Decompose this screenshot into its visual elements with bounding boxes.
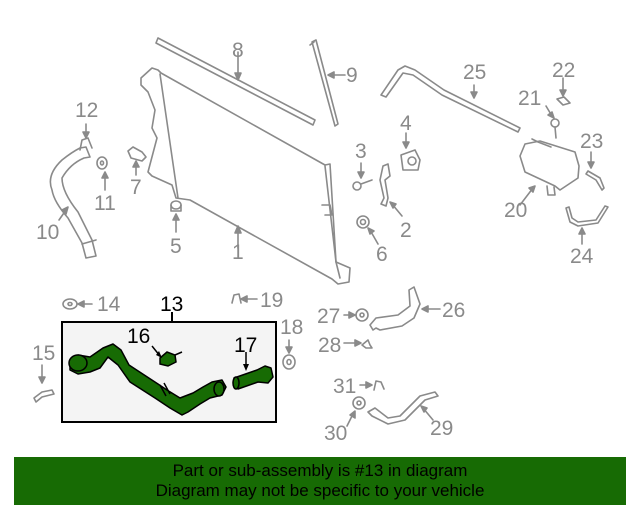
callout-4[interactable]: 4 xyxy=(400,112,412,135)
part-19-clip xyxy=(231,293,258,304)
part-26-hose xyxy=(369,286,441,331)
callout-13[interactable]: 13 xyxy=(160,293,184,316)
callout-18[interactable]: 18 xyxy=(280,316,304,339)
callout-20[interactable]: 20 xyxy=(504,199,528,222)
part-6-nut xyxy=(356,215,379,245)
callout-9[interactable]: 9 xyxy=(346,64,358,87)
part-22-clamp xyxy=(556,77,571,106)
part-23-hose xyxy=(585,151,605,191)
part-28-clip xyxy=(343,339,373,349)
callout-11[interactable]: 11 xyxy=(94,192,116,215)
callout-3[interactable]: 3 xyxy=(355,140,367,163)
part-2-bracket xyxy=(379,163,403,217)
part-1-radiator xyxy=(140,67,351,285)
part-11-washer xyxy=(96,156,109,191)
part-7-valve xyxy=(127,146,147,176)
part-13-hose-pipe xyxy=(68,343,227,416)
part-30-washer xyxy=(346,396,366,427)
part-8-seal-strip xyxy=(155,37,316,126)
part-24-hose xyxy=(565,205,609,245)
part-3-bolt xyxy=(352,162,373,191)
part-27-washer xyxy=(343,308,369,322)
callout-17[interactable]: 17 xyxy=(234,334,258,357)
callout-25[interactable]: 25 xyxy=(463,61,487,84)
callout-21[interactable]: 21 xyxy=(518,87,542,110)
part-9-rod xyxy=(309,39,346,127)
callout-16[interactable]: 16 xyxy=(127,325,151,348)
callout-23[interactable]: 23 xyxy=(580,130,604,153)
callout-12[interactable]: 12 xyxy=(75,99,99,122)
callout-28[interactable]: 28 xyxy=(318,334,342,357)
callout-10[interactable]: 10 xyxy=(36,221,60,244)
callout-7[interactable]: 7 xyxy=(130,176,142,199)
part-16-connector xyxy=(159,351,183,367)
callout-26[interactable]: 26 xyxy=(442,299,466,322)
part-15-clip xyxy=(33,364,55,403)
callout-5[interactable]: 5 xyxy=(170,235,182,258)
part-31-clip xyxy=(359,380,385,391)
banner-line-part-info: Part or sub-assembly is #13 in diagram xyxy=(172,461,468,480)
callout-2[interactable]: 2 xyxy=(400,219,412,242)
callout-29[interactable]: 29 xyxy=(430,417,454,440)
part-17-hose xyxy=(232,365,274,390)
part-4-mount xyxy=(400,132,421,171)
callout-19[interactable]: 19 xyxy=(260,289,284,312)
info-banner: Part or sub-assembly is #13 in diagram D… xyxy=(14,457,626,505)
parts-diagram: 8 9 1 5 7 10 11 12 3 4 2 6 25 22 21 23 2… xyxy=(32,37,609,445)
part-12-clip xyxy=(79,123,93,151)
part-25-hose xyxy=(380,65,521,133)
callout-27[interactable]: 27 xyxy=(317,305,341,328)
part-18-washer xyxy=(282,339,296,370)
callout-31[interactable]: 31 xyxy=(333,375,357,398)
callout-14[interactable]: 14 xyxy=(97,293,121,316)
part-20-reservoir xyxy=(519,138,580,206)
part-29-tube xyxy=(367,391,439,425)
callout-1[interactable]: 1 xyxy=(232,241,244,264)
part-5-grommet xyxy=(170,200,182,233)
callout-8[interactable]: 8 xyxy=(232,39,244,62)
diagram-drawing xyxy=(33,37,609,427)
callout-6[interactable]: 6 xyxy=(376,243,388,266)
callout-30[interactable]: 30 xyxy=(324,422,348,445)
callout-15[interactable]: 15 xyxy=(32,342,56,365)
part-21-bolt xyxy=(545,105,560,139)
callout-22[interactable]: 22 xyxy=(552,59,576,82)
callout-24[interactable]: 24 xyxy=(570,245,594,268)
part-14-washer xyxy=(62,298,93,310)
part-10-hose xyxy=(49,146,97,259)
banner-line-disclaimer: Diagram may not be specific to your vehi… xyxy=(155,481,485,500)
